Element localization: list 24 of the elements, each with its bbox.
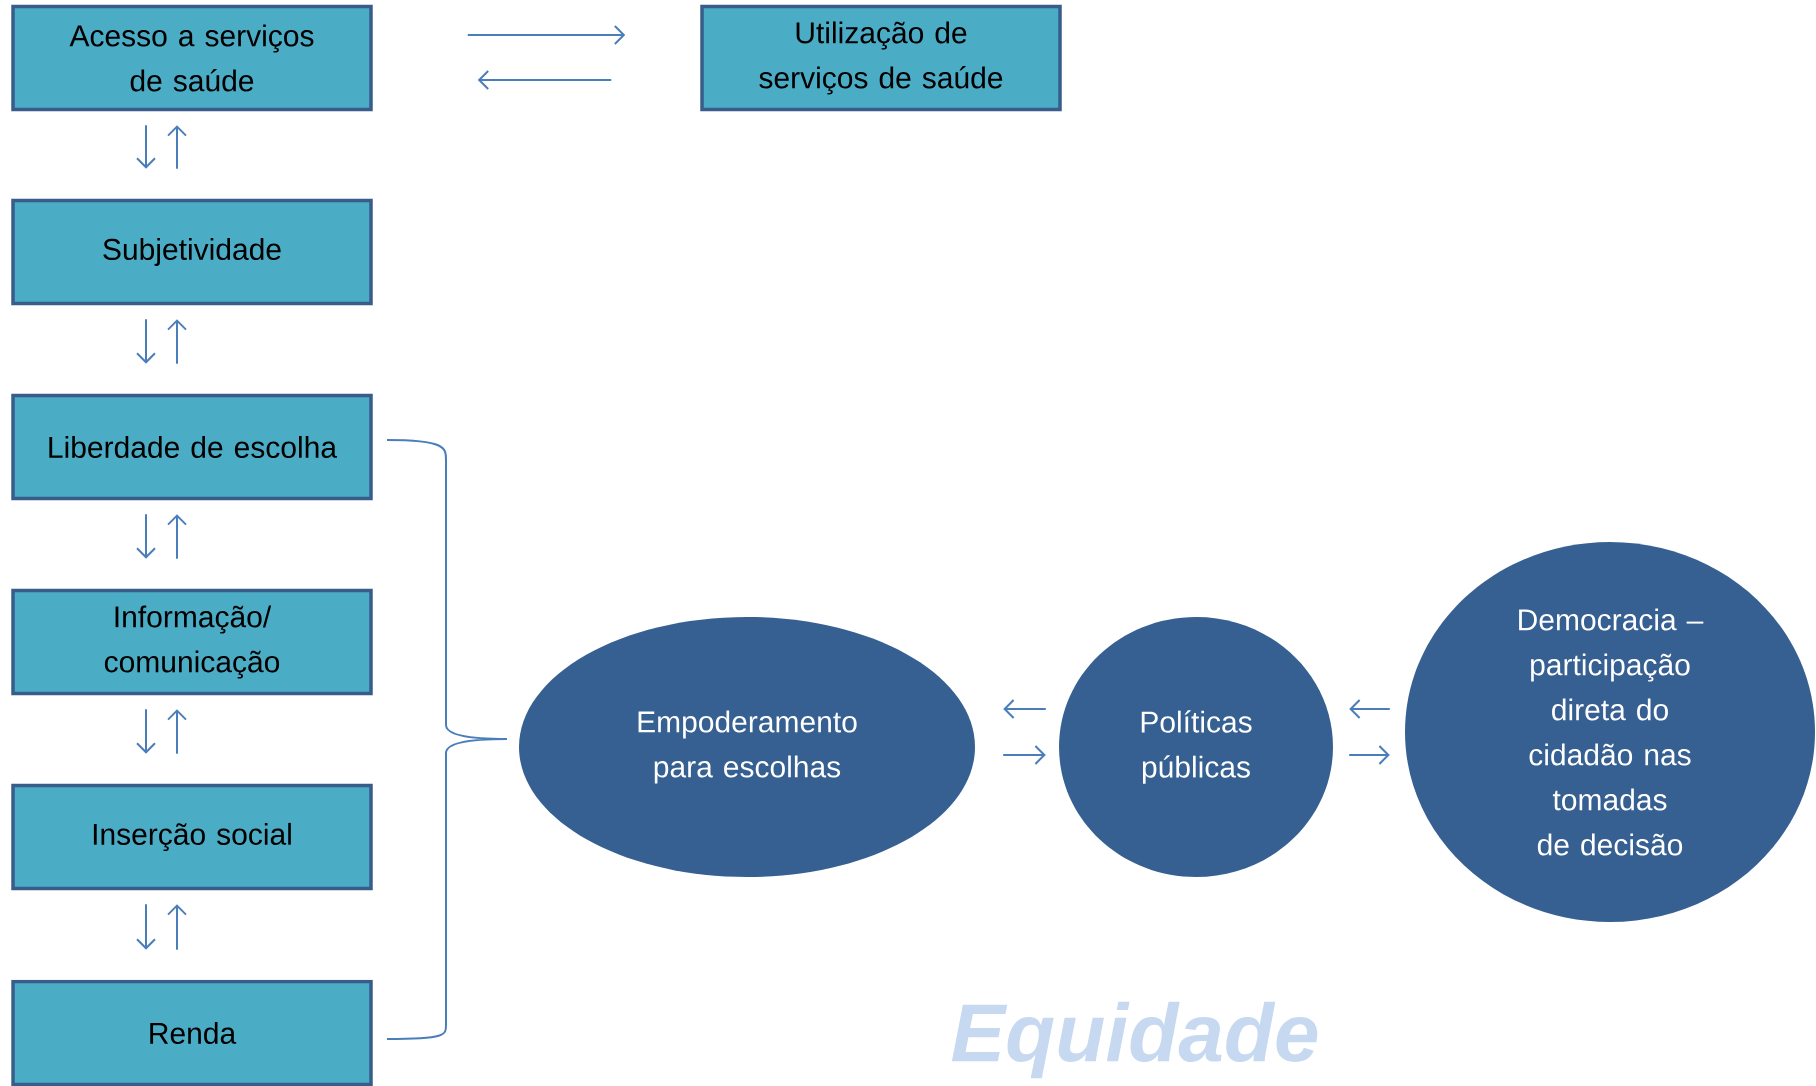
- arrow: [466, 25, 626, 45]
- arrow: [136, 708, 156, 754]
- arrow: [167, 125, 187, 170]
- arrow: [477, 70, 613, 90]
- arrow: [167, 514, 187, 560]
- arrow: [136, 513, 156, 559]
- process-box: Informação/ comunicação: [11, 588, 373, 696]
- process-box: Inserção social: [11, 783, 373, 891]
- arrow: [136, 903, 156, 950]
- arrow: [136, 318, 156, 364]
- process-box: Renda: [11, 979, 373, 1086]
- arrow: [167, 709, 187, 755]
- arrow: [1348, 745, 1390, 765]
- arrow: [1003, 699, 1047, 719]
- process-box: Liberdade de escolha: [11, 393, 373, 501]
- arrow: [167, 904, 187, 951]
- arrow: [167, 319, 187, 365]
- process-box: Utilização de serviços de saúde: [700, 4, 1062, 112]
- overlay-label: Equidade: [951, 1001, 1318, 1079]
- arrow: [1349, 699, 1391, 719]
- process-box: Acesso a serviços de saúde: [11, 4, 373, 112]
- arrow: [136, 124, 156, 169]
- process-box: Subjetividade: [11, 198, 373, 306]
- arrow: [1002, 745, 1046, 765]
